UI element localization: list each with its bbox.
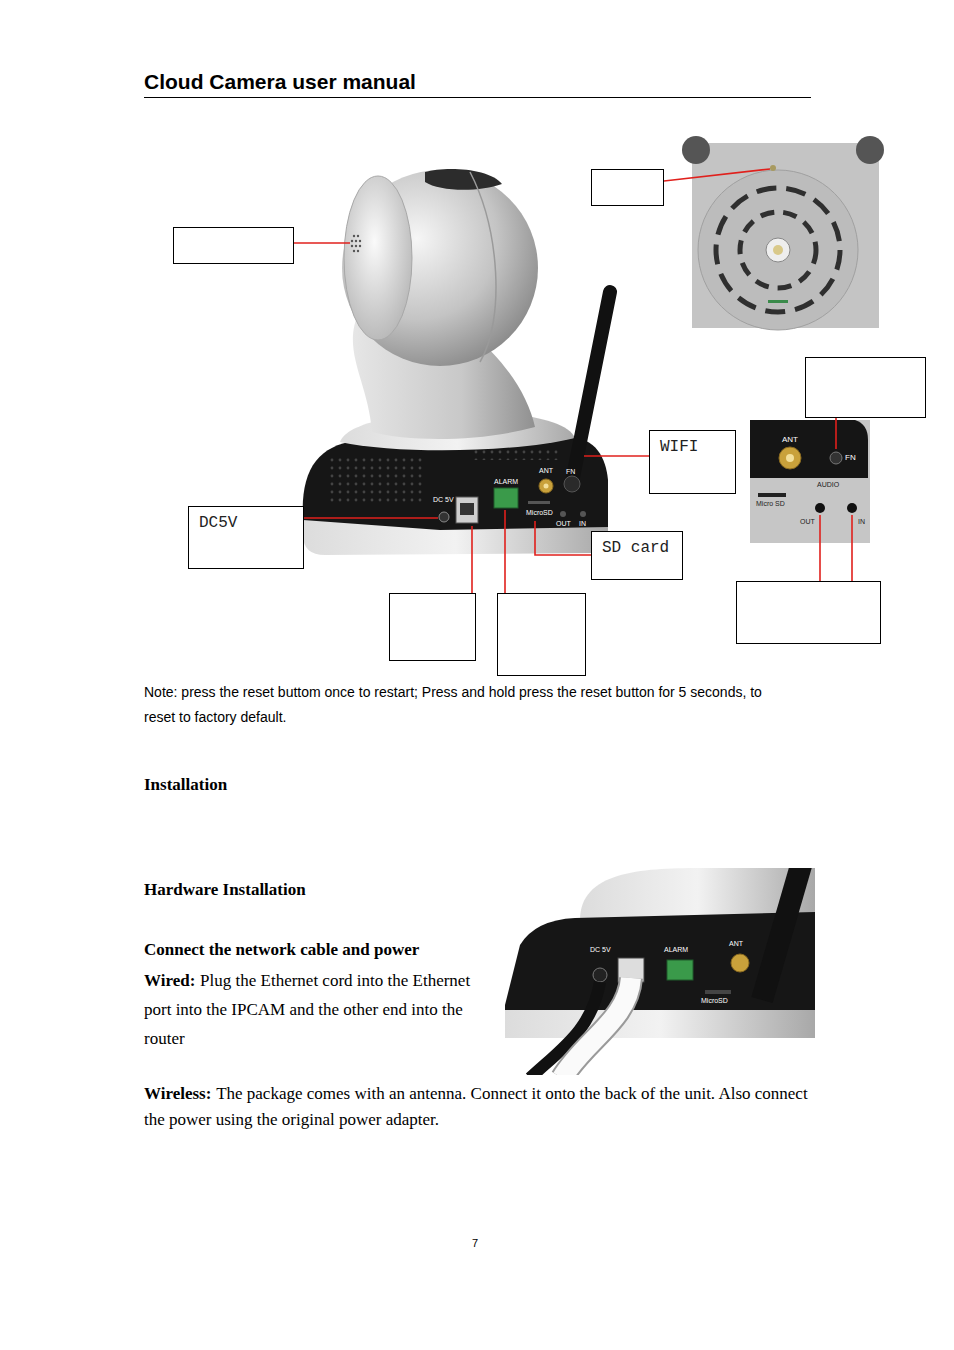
port-label: OUT [800,518,815,526]
port-label: ANT [729,940,743,948]
page-number: 7 [472,1237,478,1250]
section-heading: Hardware Installation [144,880,306,900]
port-label: ANT [539,467,553,475]
callout-box: SD card [591,531,683,580]
paragraph: Wireless:The package comes with an anten… [144,1081,809,1133]
page-title: Cloud Camera user manual [144,69,416,94]
note-text: Note: press the reset buttom once to res… [144,680,769,730]
callout-label: SD card [602,539,669,558]
callout-label: WIFI [660,438,698,457]
port-label: IN [579,520,586,528]
port-label: FN [845,453,856,463]
port-label: DC 5V [433,496,454,504]
port-label: IN [858,518,865,526]
paragraph: Wired:Plug the Ethernet cord into the Et… [144,966,474,1053]
callout-label: DC5V [199,514,237,533]
callout-box: WIFI [649,430,736,494]
port-label: ANT [782,435,798,445]
port-label: AUDIO [817,481,839,489]
port-label: FN [566,468,575,476]
port-label: MicroSD [701,997,728,1005]
run-in-heading: Wireless: [144,1084,211,1103]
port-label: MicroSD [526,509,553,517]
run-in-heading: Wired: [144,971,195,990]
port-label: Micro SD [756,500,785,508]
port-label: ALARM [494,478,518,486]
port-label: ALARM [664,946,688,954]
section-heading: Installation [144,775,227,795]
callout-box: DC5V [188,506,304,569]
port-label: OUT [556,520,571,528]
step-heading: Connect the network cable and power [144,940,419,960]
body-text: The package comes with an antenna. Conne… [144,1084,808,1129]
port-label: DC 5V [590,946,611,954]
